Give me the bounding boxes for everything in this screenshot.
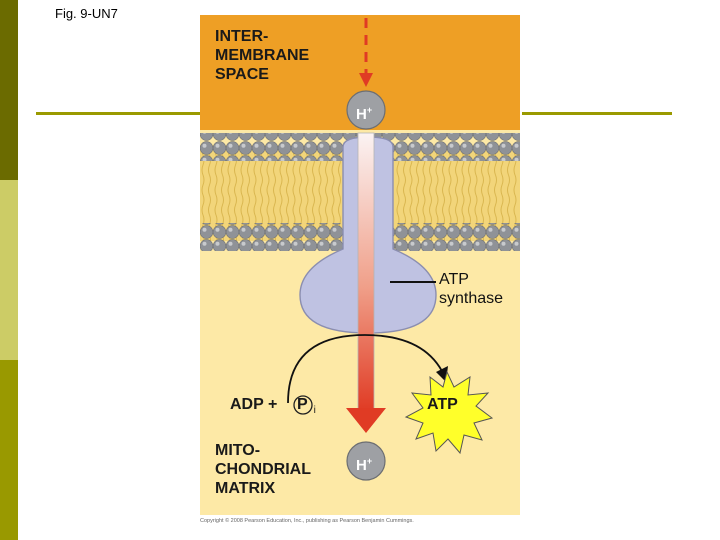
figure-label: Fig. 9-UN7 xyxy=(55,6,118,21)
proton-arrowhead-bottom xyxy=(346,408,386,433)
atp-synthase-diagram: INTER- MEMBRANE SPACE H+ ATP synthase AD… xyxy=(200,15,520,515)
intermembrane-space-label: INTER- MEMBRANE SPACE xyxy=(215,28,310,83)
adp-label: ADP + xyxy=(230,396,278,413)
atp-burst xyxy=(404,370,494,455)
side-bar-olive xyxy=(0,360,18,540)
side-bar-light xyxy=(0,180,18,360)
proton-arrowhead-top xyxy=(359,73,373,87)
proton-channel xyxy=(357,132,375,412)
atp-label: ATP xyxy=(427,396,458,413)
hydrogen-ion-bottom-label: H+ xyxy=(356,456,373,474)
side-bar-dark xyxy=(0,0,18,180)
rule-right xyxy=(522,112,672,115)
hydrogen-ion-top-badge xyxy=(346,90,386,130)
synthesis-arrow xyxy=(287,334,445,404)
copyright-notice: Copyright © 2008 Pearson Education, Inc.… xyxy=(200,518,414,524)
hydrogen-ion-bottom-badge xyxy=(346,441,386,481)
diagram-svg xyxy=(200,15,520,515)
mitochondrial-matrix-label: MITO- CHONDRIAL MATRIX xyxy=(215,442,311,497)
atp-synthase-label: ATP synthase xyxy=(439,271,504,307)
phosphate-circle xyxy=(293,395,313,415)
hydrogen-ion-top-label: H+ xyxy=(356,105,373,123)
rule-left xyxy=(36,112,200,115)
